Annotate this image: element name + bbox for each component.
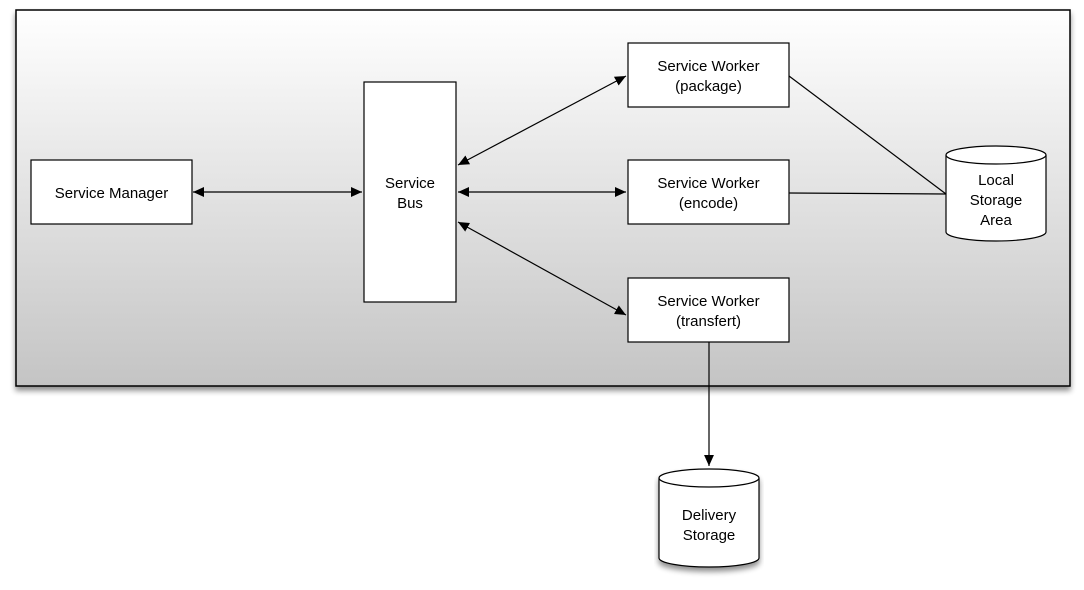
local-storage-label-line2: Storage: [970, 192, 1023, 209]
worker-encode-label-line2: (encode): [679, 195, 738, 212]
service-bus-node: Service Bus: [363, 81, 457, 303]
local-storage-label-line3: Area: [980, 212, 1012, 229]
service-bus-label-line2: Bus: [397, 195, 423, 212]
service-bus-label-line1: Service: [385, 175, 435, 192]
worker-encode-label-line1: Service Worker: [657, 175, 759, 192]
worker-transfert-label-line1: Service Worker: [657, 293, 759, 310]
local-storage-area-node: Local Storage Area: [945, 145, 1047, 242]
service-manager-label: Service Manager: [55, 185, 168, 202]
worker-package-label-line1: Service Worker: [657, 58, 759, 75]
delivery-storage-node: Delivery Storage: [658, 468, 760, 568]
worker-package-label-line2: (package): [675, 78, 742, 95]
edge-bus-transfert: [457, 221, 627, 316]
edge-encode-local-storage: [788, 192, 947, 195]
edge-package-local-storage: [788, 75, 947, 195]
service-worker-package-node: Service Worker (package): [627, 42, 790, 108]
local-storage-label-line1: Local: [978, 172, 1014, 189]
service-manager-node: Service Manager: [30, 159, 193, 225]
worker-transfert-label-line2: (transfert): [676, 313, 741, 330]
delivery-storage-label-line2: Storage: [683, 527, 736, 544]
delivery-storage-label-line1: Delivery: [682, 507, 737, 524]
service-worker-transfert-node: Service Worker (transfert): [627, 277, 790, 343]
edge-bus-package: [457, 75, 627, 166]
service-worker-encode-node: Service Worker (encode): [627, 159, 790, 225]
